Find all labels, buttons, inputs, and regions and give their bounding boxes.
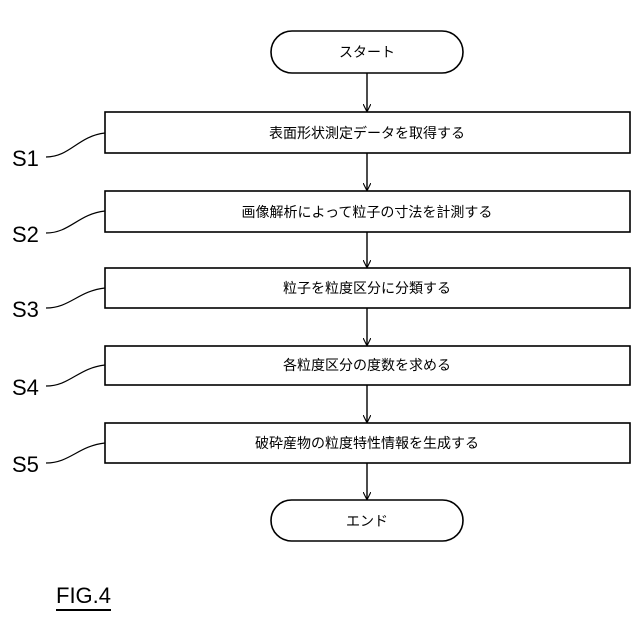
leader-s1 <box>46 133 105 157</box>
step-s5-id: S5 <box>12 452 39 477</box>
step-s4-id: S4 <box>12 375 39 400</box>
process-step-s4: 各粒度区分の度数を求める S4 <box>12 346 630 400</box>
leader-s2 <box>46 211 105 233</box>
start-label: スタート <box>339 45 395 61</box>
step-s3-id: S3 <box>12 297 39 322</box>
leader-s3 <box>46 288 105 308</box>
step-s1-text: 表面形状測定データを取得する <box>269 125 465 142</box>
step-s2-id: S2 <box>12 222 39 247</box>
step-s2-text: 画像解析によって粒子の寸法を計測する <box>242 205 493 221</box>
leader-s4 <box>46 365 105 386</box>
end-label: エンド <box>346 514 388 530</box>
step-s3-text: 粒子を粒度区分に分類する <box>283 281 451 297</box>
start-terminal: スタート <box>271 31 463 73</box>
step-s4-text: 各粒度区分の度数を求める <box>283 358 451 374</box>
figure-label: FIG.4 <box>56 584 111 611</box>
process-step-s3: 粒子を粒度区分に分類する S3 <box>12 268 630 322</box>
process-step-s2: 画像解析によって粒子の寸法を計測する S2 <box>12 191 630 247</box>
process-step-s1: 表面形状測定データを取得する S1 <box>12 112 630 171</box>
step-s1-id: S1 <box>12 146 39 171</box>
step-s5-text: 破砕産物の粒度特性情報を生成する <box>255 436 479 452</box>
process-step-s5: 破砕産物の粒度特性情報を生成する S5 <box>12 423 630 477</box>
leader-s5 <box>46 443 105 463</box>
end-terminal: エンド <box>271 500 463 541</box>
